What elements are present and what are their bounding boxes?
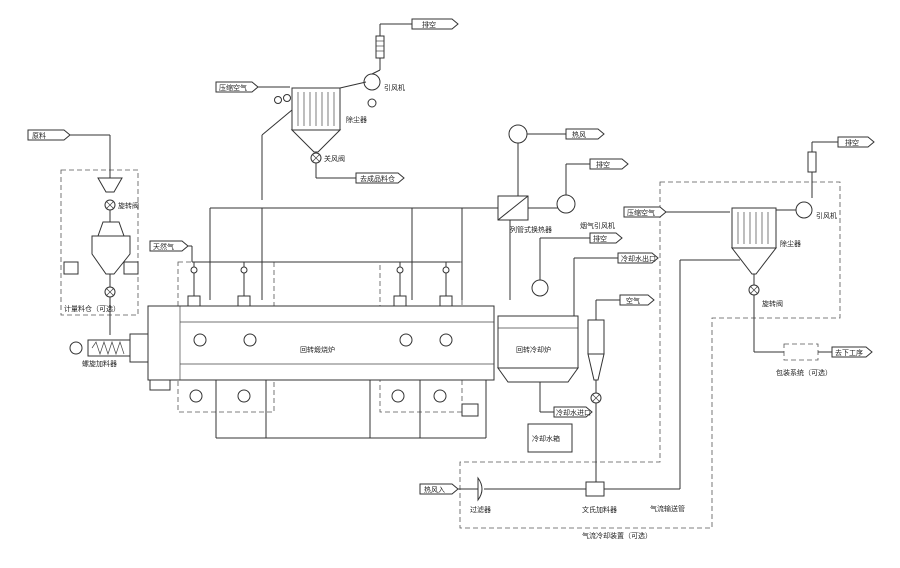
feed-hopper xyxy=(97,177,123,193)
tag-exhaust-right: 排空 xyxy=(837,136,875,148)
tag-to-storage-bin-text: 去成品料仓 xyxy=(360,174,395,183)
gauge xyxy=(433,389,447,403)
tag-to-next-process: 去下工序 xyxy=(831,346,873,358)
cyclone xyxy=(587,299,620,381)
thermocouple xyxy=(439,333,453,347)
pneumatic-pipe-label: 气流输送管 xyxy=(650,504,685,513)
tag-cooling-water-out: 冷却水出口 xyxy=(617,252,659,264)
cooling-water-tank-label: 冷却水箱 xyxy=(532,434,560,443)
induced-fan-right: 引风机 xyxy=(795,201,837,220)
filter-label: 过滤器 xyxy=(470,505,491,514)
screw-feeder-label: 螺旋加料器 xyxy=(82,359,117,368)
tag-compressed-air-right: 压缩空气 xyxy=(623,206,667,218)
tag-raw-material: 原料 xyxy=(27,129,71,141)
rotary-cooler: 回转冷却炉 xyxy=(497,315,579,383)
rotary-valve-right-label: 旋转阀 xyxy=(762,299,783,308)
flue-fan-label: 烟气引风机 xyxy=(580,221,615,230)
tag-cooling-water-in-text: 冷却水进口 xyxy=(556,408,591,417)
tag-exhaust-top: 排空 xyxy=(411,18,459,30)
tag-hot-air-text: 热风 xyxy=(572,130,586,139)
heat-exchanger-label: 列管式换热器 xyxy=(510,225,552,234)
induced-fan-top: 引风机 xyxy=(363,69,405,108)
rotary-valve-top: 关风阀 xyxy=(310,152,345,164)
tag-exhaust-kiln-text: 排空 xyxy=(593,234,607,243)
cooler-label: 回转冷却炉 xyxy=(516,345,551,354)
tag-exhaust-mid: 排空 xyxy=(589,158,629,170)
drive-motor xyxy=(149,379,171,391)
rotary-valve-top-label: 关风阀 xyxy=(324,154,345,163)
cooling-water-tank: 冷却水箱 xyxy=(527,423,573,453)
load-cell xyxy=(63,261,79,275)
thermocouple xyxy=(243,333,257,347)
metering-bin-label: 计量料仓（可选） xyxy=(64,304,120,313)
silencer xyxy=(807,151,817,173)
dust-collector-right: 除尘器 xyxy=(730,207,801,275)
flue-gas-fan xyxy=(556,194,576,214)
pneumatic-device-label: 气流冷却装置（可选） xyxy=(582,531,652,540)
packing-system: 包装系统（可选） xyxy=(776,343,832,377)
flow-meter xyxy=(461,403,479,417)
induced-fan-right-label: 引风机 xyxy=(816,211,837,220)
tag-exhaust-right-text: 排空 xyxy=(845,138,859,147)
top-exhaust-stack xyxy=(375,23,412,70)
tag-raw-material-text: 原料 xyxy=(32,131,46,140)
tag-air-text: 空气 xyxy=(626,296,640,305)
load-cell xyxy=(123,261,139,275)
filter: 过滤器 xyxy=(470,476,491,514)
tag-cooling-water-out-text: 冷却水出口 xyxy=(621,254,656,263)
dust-collector-top: 除尘器 xyxy=(290,81,367,153)
cooler-fan xyxy=(531,279,549,297)
tag-exhaust-kiln: 排空 xyxy=(589,232,623,244)
tag-cooling-water-in: 冷却水进口 xyxy=(553,406,593,418)
tag-hot-air-bottom: 热风入 xyxy=(419,483,459,495)
dust-collector-top-label: 除尘器 xyxy=(346,115,367,124)
motor xyxy=(69,341,83,355)
rotary-valve-left-2 xyxy=(104,286,116,298)
gauge xyxy=(391,389,405,403)
pressure-gauge xyxy=(283,94,291,102)
tag-natural-gas: 天然气 xyxy=(149,240,189,252)
tag-compressed-air-top-text: 压缩空气 xyxy=(219,83,247,92)
tag-hot-air: 热风 xyxy=(565,128,605,140)
tag-air: 空气 xyxy=(619,294,655,306)
thermocouple xyxy=(399,333,413,347)
screw-feeder: 螺旋加料器 xyxy=(82,333,149,368)
pressure-gauge xyxy=(274,96,282,104)
packing-system-label: 包装系统（可选） xyxy=(776,368,832,377)
thermocouple xyxy=(193,333,207,347)
tag-compressed-air-right-text: 压缩空气 xyxy=(627,208,655,217)
venturi-feeder: 文氏加料器 xyxy=(582,481,617,514)
right-dust-system-enclosure xyxy=(459,181,841,529)
calciner-label: 回转煅烧炉 xyxy=(300,345,335,354)
tag-exhaust-mid-text: 排空 xyxy=(596,160,610,169)
rotary-valve-left-label: 旋转阀 xyxy=(118,201,139,210)
tag-exhaust-top-text: 排空 xyxy=(422,20,436,29)
tag-compressed-air-top: 压缩空气 xyxy=(215,81,259,93)
tag-hot-air-bottom-text: 热风入 xyxy=(424,485,445,494)
gauge xyxy=(189,389,203,403)
hot-air-fan xyxy=(508,124,528,144)
gauge xyxy=(237,389,251,403)
tag-to-next-process-text: 去下工序 xyxy=(835,348,863,357)
tag-natural-gas-text: 天然气 xyxy=(153,242,174,251)
metering-bin-enclosure xyxy=(60,169,139,316)
dust-collector-right-label: 除尘器 xyxy=(780,239,801,248)
venturi-feeder-label: 文氏加料器 xyxy=(582,505,617,514)
metering-bin xyxy=(91,210,131,275)
heat-exchanger: 列管式换热器 xyxy=(497,195,552,234)
rotary-valve-left: 旋转阀 xyxy=(104,199,139,211)
induced-fan-top-label: 引风机 xyxy=(384,83,405,92)
rotary-valve-cyclone xyxy=(590,392,602,404)
tag-to-storage-bin: 去成品料仓 xyxy=(355,172,405,184)
